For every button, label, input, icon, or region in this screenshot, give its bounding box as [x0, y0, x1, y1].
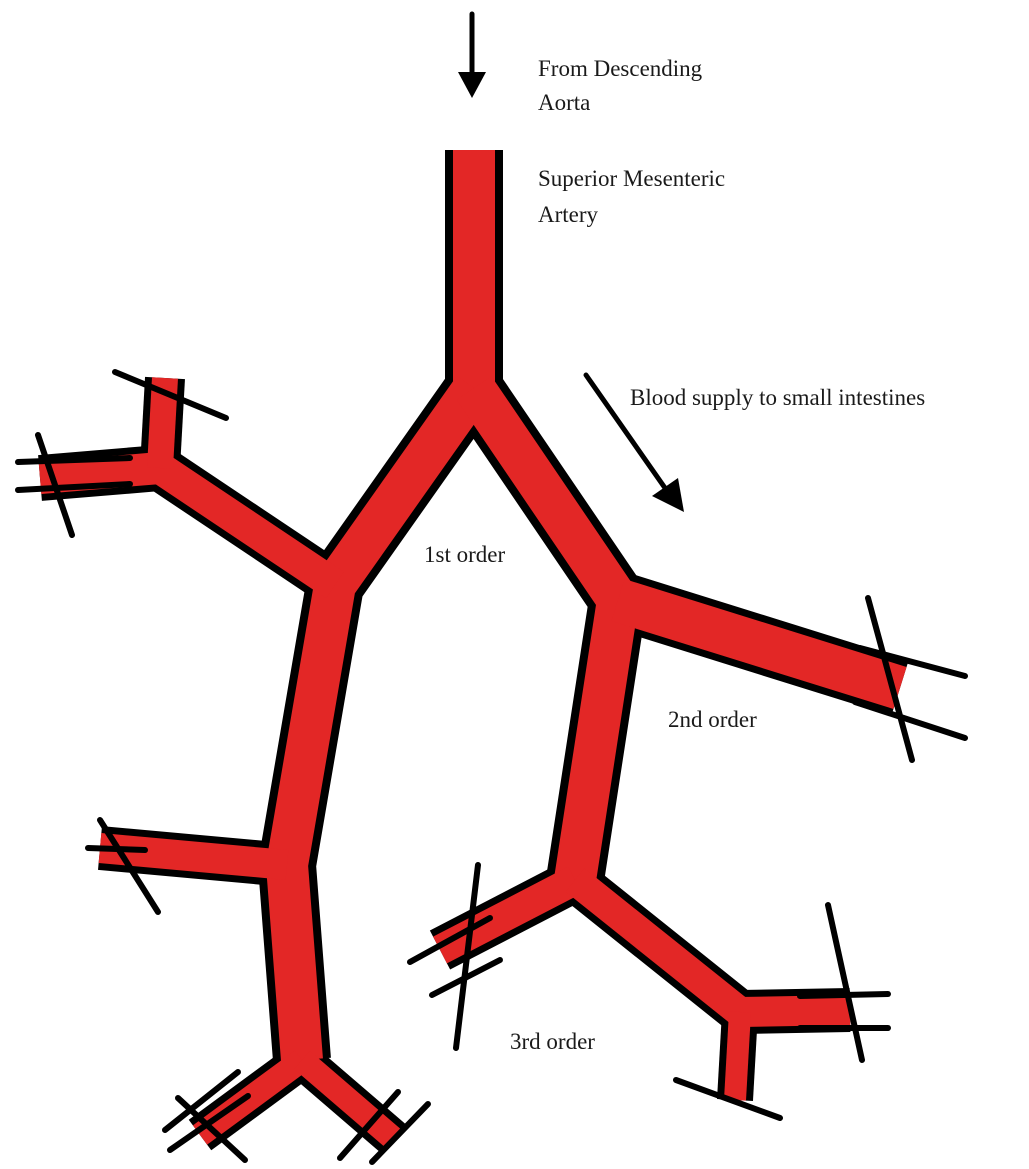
artery-label-line1: Superior Mesenteric	[538, 166, 725, 191]
flow-note-label: Blood supply to small intestines	[630, 385, 925, 410]
first-order-label: 1st order	[424, 542, 505, 567]
source-label-line1: From Descending	[538, 56, 703, 81]
artery-label-line2: Artery	[538, 202, 599, 227]
third-order-label: 3rd order	[510, 1029, 595, 1054]
source-label-line2: Aorta	[538, 90, 590, 115]
arrow-down-icon	[458, 14, 486, 98]
vessel-network	[40, 150, 900, 1140]
second-order-label: 2nd order	[668, 707, 757, 732]
